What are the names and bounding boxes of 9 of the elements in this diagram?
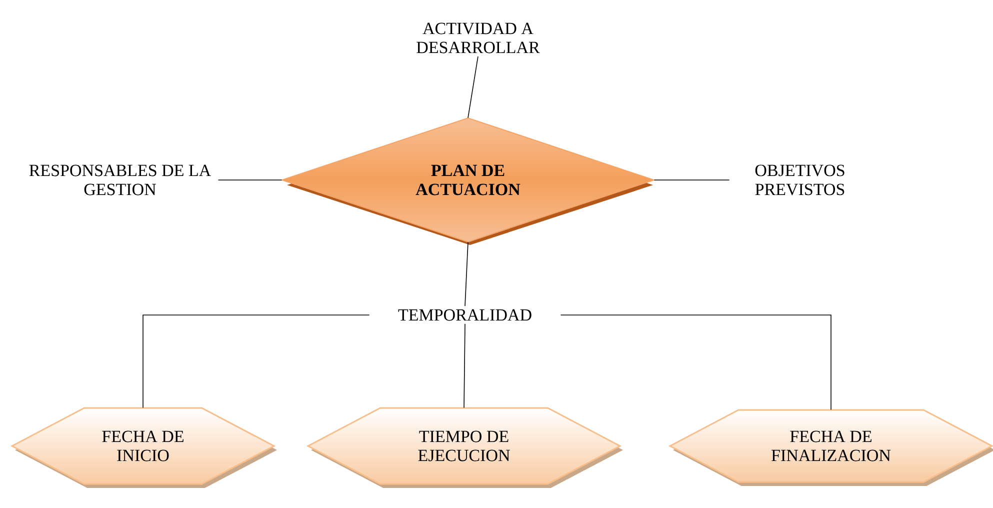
connector-line xyxy=(560,314,832,410)
node-label: RESPONSABLES DE LA GESTION xyxy=(29,164,211,196)
node-label: OBJETIVOS PREVISTOS xyxy=(755,164,844,196)
node-label: ACTIVIDAD A DESARROLLAR xyxy=(416,22,540,54)
connector-line xyxy=(464,242,468,306)
connector-line xyxy=(468,56,478,118)
connector-line xyxy=(142,314,370,408)
node-label: TEMPORALIDAD xyxy=(398,309,532,321)
connector-line xyxy=(464,324,466,408)
